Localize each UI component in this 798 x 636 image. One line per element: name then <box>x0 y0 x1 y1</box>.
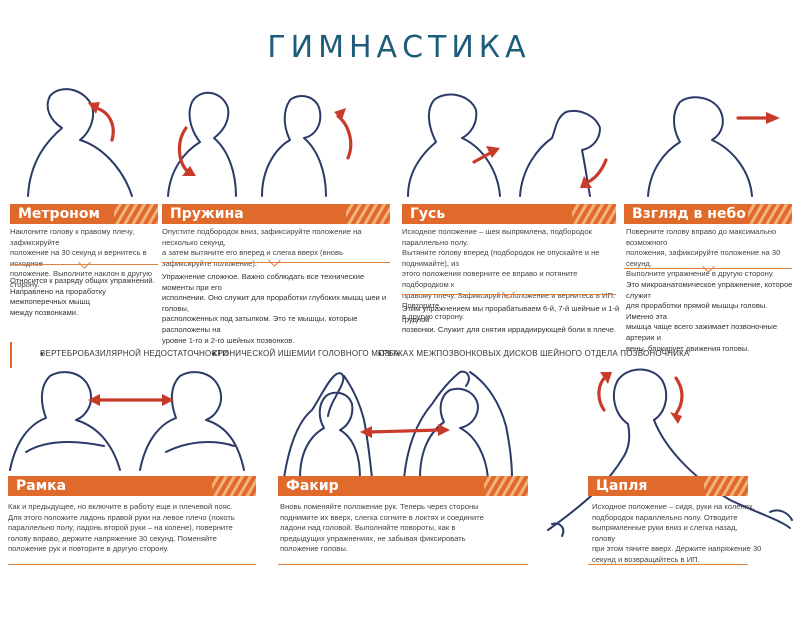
exercise-note-metronome: Относится к разряду общих упражнений. На… <box>10 276 155 317</box>
exercise-note-goose: Этим упражнением мы прорабатываем 6-й, 7… <box>402 304 620 335</box>
exercise-desc-frame: Как и предыдущее, но включите в работу е… <box>8 502 235 554</box>
divider <box>402 294 616 295</box>
exercise-title: Гусь <box>410 206 446 222</box>
exercise-note-spring: Упражнение сложное. Важно соблюдать все … <box>162 272 387 345</box>
divider <box>8 564 256 565</box>
exercise-banner-spring: Пружина <box>162 204 390 224</box>
divider <box>162 262 390 263</box>
exercise-note-look-up: Это микроанатомическое упражнение, котор… <box>626 280 793 353</box>
exercise-desc-heron: Исходное положение – сидя, руки на колен… <box>592 502 762 564</box>
exercise-title: Цапля <box>596 478 648 494</box>
exercise-banner-frame: Рамка <box>8 476 256 496</box>
frame-figure <box>9 371 245 471</box>
divider <box>624 268 792 269</box>
exercise-title: Метроном <box>18 206 100 222</box>
metronome-figure <box>27 88 133 197</box>
exercise-desc-metronome: Наклоните голову к правому плечу, зафикс… <box>10 227 152 289</box>
exercise-banner-metronome: Метроном <box>10 204 158 224</box>
exercise-desc-spring: Опустите подбородок вниз, зафиксируйте п… <box>162 227 362 268</box>
exercise-title: Пружина <box>170 206 244 222</box>
exercise-desc-fakir: Вновь поменяйте положение рук. Теперь че… <box>280 502 484 554</box>
exercise-desc-goose: Исходное положение – шея выпрямлена, под… <box>402 227 616 321</box>
spring-figure <box>167 92 353 197</box>
divider <box>588 564 748 565</box>
goose-figure <box>407 93 608 197</box>
divider <box>10 264 158 265</box>
legend-marker <box>10 342 12 368</box>
exercise-title: Факир <box>286 478 339 494</box>
look-up-figure <box>647 96 780 197</box>
exercise-banner-look-up: Взгляд в небо <box>624 204 792 224</box>
fakir-figure <box>283 370 513 479</box>
exercise-title: Рамка <box>16 478 67 494</box>
divider <box>278 564 528 565</box>
heron-figure <box>547 368 793 537</box>
exercise-banner-heron: Цапля <box>588 476 748 496</box>
exercise-desc-look-up: Поверните голову вправо до максимально в… <box>626 227 781 279</box>
exercise-banner-fakir: Факир <box>278 476 528 496</box>
exercise-banner-goose: Гусь <box>402 204 616 224</box>
exercise-title: Взгляд в небо <box>632 206 746 222</box>
page-title: ГИМНАСТИКА <box>267 30 531 65</box>
